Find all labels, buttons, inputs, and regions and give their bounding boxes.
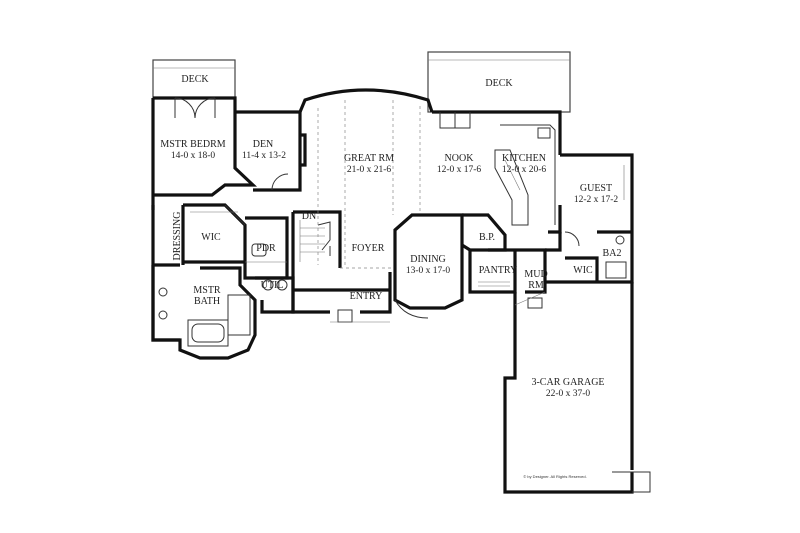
master-bath-label-line2: BATH xyxy=(194,296,220,307)
guest-label: GUEST xyxy=(580,183,612,194)
entry-label: ENTRY xyxy=(350,291,383,302)
den-walls xyxy=(235,110,307,192)
nook-size: 12-0 x 17-6 xyxy=(437,165,482,175)
master-bedroom-size: 14-0 x 18-0 xyxy=(171,151,216,161)
util-label: UTIL xyxy=(261,280,284,291)
kitchen-label: KITCHEN xyxy=(502,153,546,164)
guest-walls xyxy=(545,153,634,284)
master-bath-walls xyxy=(151,265,257,360)
great-room-size: 21-0 x 21-6 xyxy=(347,165,392,175)
stair-walls xyxy=(291,210,342,290)
kitchen-size: 12-0 x 20-6 xyxy=(502,165,547,175)
mud-room-label-line1: MUD xyxy=(524,269,547,280)
guest-size: 12-2 x 17-2 xyxy=(574,195,619,205)
butler-pantry-label: B.P. xyxy=(479,232,495,243)
den-size: 11-4 x 13-2 xyxy=(242,151,286,161)
butler-pantry-walls xyxy=(461,213,507,252)
master-bedroom-walls xyxy=(151,96,258,210)
den-label: DEN xyxy=(253,139,274,150)
pantry-label: PANTRY xyxy=(479,265,518,276)
dining-walls xyxy=(393,213,464,319)
mud-room-walls xyxy=(513,248,547,309)
ba2-label: BA2 xyxy=(603,248,622,259)
wic-master-label: WIC xyxy=(201,232,221,243)
master-bedroom-label: MSTR BEDRM xyxy=(160,139,225,150)
garage-label: 3-CAR GARAGE xyxy=(531,377,604,388)
pantry-walls xyxy=(468,248,517,294)
master-bath-label-line1: MSTR xyxy=(193,285,221,296)
copyright-note: © by Designer. All Rights Reserved. xyxy=(523,474,586,479)
deck-left-label: DECK xyxy=(181,74,209,85)
dining-label: DINING xyxy=(410,254,446,265)
foyer-label: FOYER xyxy=(352,243,385,254)
garage-size: 22-0 x 37-0 xyxy=(546,389,591,399)
deck-right-label: DECK xyxy=(485,78,513,89)
great-room-label: GREAT RM xyxy=(344,153,394,164)
dining-size: 13-0 x 17-0 xyxy=(406,266,451,276)
dressing-label: DRESSING xyxy=(172,212,183,261)
foyer-entry-walls xyxy=(291,267,395,323)
garage-walls xyxy=(503,282,651,494)
mud-room-label-line2: RM xyxy=(528,280,544,291)
dn-label: DN xyxy=(302,211,316,222)
nook-label: NOOK xyxy=(445,153,475,164)
pdr-label: PDR xyxy=(256,243,276,254)
great-room-walls xyxy=(298,88,434,268)
wic-guest-label: WIC xyxy=(573,265,593,276)
